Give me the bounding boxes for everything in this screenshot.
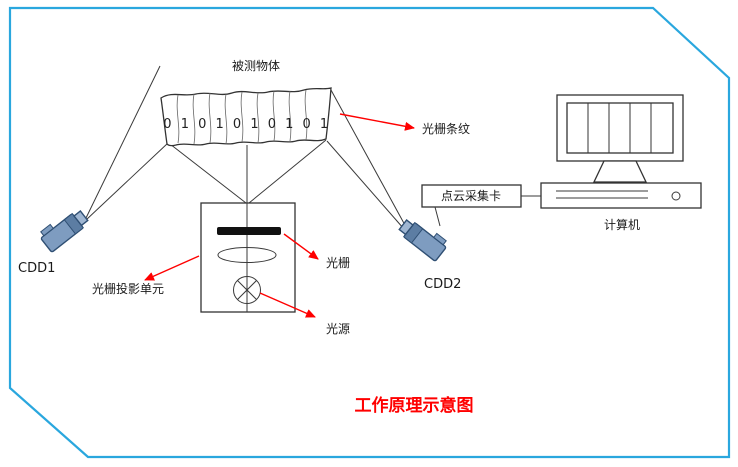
label-projection-unit: 光栅投影单元 (92, 281, 164, 296)
fringe-pattern (176, 89, 308, 145)
tower-case (540, 182, 702, 209)
sightline-cdd1-lower (85, 142, 169, 221)
connector-card-camera (434, 206, 441, 227)
fringe-line (240, 91, 244, 143)
light-source-cross-2 (237, 280, 257, 300)
label-computer: 计算机 (604, 217, 640, 232)
sightline-cdd1-upper (85, 65, 161, 219)
fringe-digits: 0 1 0 1 0 1 0 1 0 1 (163, 117, 330, 132)
camera-lens (398, 219, 414, 236)
measured-object-shape (160, 87, 332, 147)
arrow-light-source (259, 292, 316, 318)
camera-cdd1 (40, 210, 89, 253)
fringe-line (288, 90, 292, 142)
label-measured-object: 被测物体 (232, 59, 280, 73)
border-frame (8, 6, 731, 459)
diagram-title: 工作原理示意图 (355, 395, 474, 416)
label-point-cloud-card: 点云采集卡 (441, 188, 501, 203)
grating-bar (217, 227, 281, 235)
label-grating-stripes: 光栅条纹 (422, 121, 470, 136)
camera-top-bump (432, 232, 447, 246)
projection-cone-right (248, 139, 327, 204)
fringe-line (304, 89, 308, 141)
fringe-line (272, 90, 276, 142)
camera-cdd2 (398, 219, 447, 262)
sightline-cdd2-lower (326, 140, 405, 230)
monitor-vents (587, 103, 652, 153)
camera-lens (73, 210, 89, 227)
arrow-grating (283, 233, 319, 260)
monitor-screen (566, 102, 674, 154)
label-grating: 光栅 (326, 255, 350, 270)
projector-box (200, 202, 296, 313)
camera-top-bump (40, 223, 55, 237)
projection-cone-left (169, 143, 247, 204)
arrow-grating-stripes (339, 113, 415, 131)
monitor-stand (592, 160, 648, 183)
fringe-line (192, 93, 196, 145)
sightline-cdd2-upper (330, 89, 407, 228)
label-cdd1: CDD1 (18, 261, 55, 276)
fringe-line (224, 93, 228, 145)
label-light-source: 光源 (326, 322, 350, 336)
light-source-circle (233, 276, 261, 304)
fringe-line (208, 92, 212, 144)
fringe-line (256, 92, 260, 144)
lens-ellipse (217, 247, 277, 263)
label-cdd2: CDD2 (424, 277, 461, 292)
power-button (671, 191, 681, 201)
fringe-line (176, 94, 180, 144)
arrow-projection-unit (144, 255, 200, 281)
